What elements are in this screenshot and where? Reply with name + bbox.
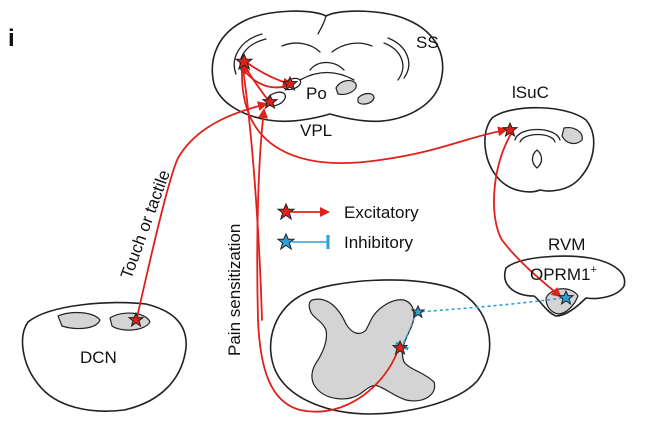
dcn-section xyxy=(21,301,187,412)
ss-label: SS xyxy=(416,33,439,52)
spinal-cord-section xyxy=(269,279,491,415)
isuc-section xyxy=(484,106,595,193)
star-icon xyxy=(234,52,254,71)
po-label: Po xyxy=(306,84,327,103)
star-icon xyxy=(410,304,426,319)
dcn-gray-nucleus xyxy=(57,311,101,330)
star-icon xyxy=(391,339,409,356)
legend-inhibitory-label: Inhibitory xyxy=(344,233,413,252)
isuc-gray-nucleus xyxy=(561,127,583,145)
ss-descending-pathway xyxy=(243,75,263,321)
spinal-gray-matter xyxy=(308,298,436,402)
rvm-label: RVM xyxy=(548,235,585,254)
star-icon xyxy=(276,202,296,221)
dcn-label: DCN xyxy=(80,348,117,367)
isuc-label: lSuC xyxy=(512,83,549,102)
vpl-label: VPL xyxy=(300,121,332,140)
touch-pathway xyxy=(135,101,268,323)
excitatory-pathways xyxy=(135,60,562,413)
pain-pathway-label: Pain sensitization xyxy=(225,224,244,356)
rvm-to-spinal-projection xyxy=(417,297,563,313)
ss-to-isuc-projection xyxy=(241,69,508,164)
star-icon xyxy=(127,311,145,328)
touch-pathway-label: Touch or tactile xyxy=(117,167,174,281)
star-icon xyxy=(261,93,279,110)
pain-ascending-pathway xyxy=(256,108,399,413)
legend-excitatory-label: Excitatory xyxy=(344,203,419,222)
star-icon xyxy=(281,75,299,92)
isuc-to-rvm-projection xyxy=(493,131,562,298)
dcn-gray-nucleus xyxy=(109,312,151,331)
neuron-stars xyxy=(127,52,575,356)
thalamic-nucleus xyxy=(335,79,357,95)
star-icon xyxy=(557,289,575,306)
star-icon xyxy=(276,232,296,251)
brain-coronal-section xyxy=(211,10,444,123)
thalamic-nucleus xyxy=(357,92,375,105)
oprm1-label: OPRM1+ xyxy=(530,264,597,284)
panel-letter: i xyxy=(8,25,15,52)
inhibitory-pathways xyxy=(292,235,563,351)
star-icon xyxy=(501,121,519,138)
spinal-inhibitory-interneuron xyxy=(395,311,417,351)
po-to-ss-projection xyxy=(240,66,289,89)
